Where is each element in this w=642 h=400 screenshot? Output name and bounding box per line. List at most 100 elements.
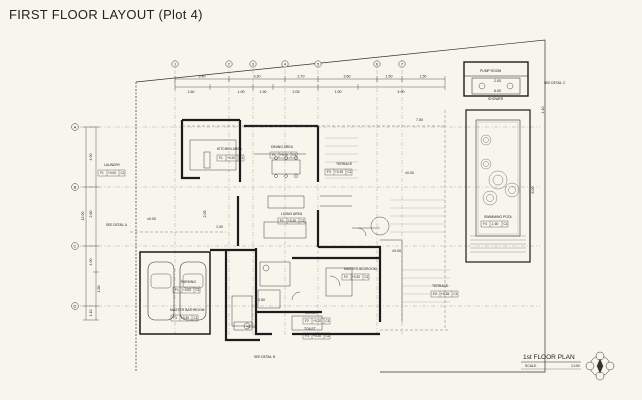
svg-text:F1: F1 bbox=[272, 153, 276, 157]
grid-col-label: 6 bbox=[376, 62, 378, 66]
svg-text:C1: C1 bbox=[454, 292, 458, 296]
svg-text:C1: C1 bbox=[504, 222, 508, 226]
grid-row-label: B bbox=[74, 185, 77, 190]
dim-text: 12.00 bbox=[81, 212, 85, 221]
level-tags bbox=[97, 151, 509, 340]
svg-text:C1: C1 bbox=[348, 170, 352, 174]
note-see-detail: SEE DETAIL C bbox=[544, 81, 566, 85]
svg-text:+0.20: +0.20 bbox=[352, 275, 360, 279]
dim-text: 2.05 bbox=[203, 211, 207, 218]
dim-text: 6.00 bbox=[494, 89, 501, 93]
site-boundary bbox=[135, 39, 546, 373]
dim-text: 4.00 bbox=[89, 154, 93, 161]
side-dimension-text: 4.00 2.80 4.00 12.00 1.80 1.10 bbox=[81, 154, 101, 317]
svg-text:F1: F1 bbox=[100, 171, 104, 175]
svg-text:F3: F3 bbox=[327, 170, 331, 174]
dim-text: 1.80 bbox=[97, 286, 101, 293]
room-label-parking: PARKING bbox=[181, 280, 196, 284]
north-arrow-icon bbox=[585, 351, 615, 381]
dim-text: 1.90 bbox=[238, 90, 245, 94]
car-icon bbox=[179, 261, 207, 321]
svg-text:+0.20: +0.20 bbox=[227, 156, 235, 160]
svg-text:F2: F2 bbox=[433, 292, 437, 296]
dim-text: 8.00 bbox=[531, 187, 535, 194]
note-see-detail: SEE DETAIL A bbox=[106, 223, 128, 227]
room-label-terrace: TERRACE bbox=[336, 162, 353, 166]
svg-text:F3: F3 bbox=[305, 334, 309, 338]
svg-text:F3: F3 bbox=[173, 316, 177, 320]
svg-text:+0.20: +0.20 bbox=[313, 334, 321, 338]
svg-text:F2: F2 bbox=[344, 275, 348, 279]
parking-area bbox=[139, 251, 211, 335]
dim-text: 0.50 bbox=[258, 298, 265, 302]
dim-text: 3.30 bbox=[254, 75, 261, 79]
elevation-mark: ±0.00 bbox=[405, 171, 414, 175]
grid-col-label: 4 bbox=[284, 62, 286, 66]
svg-text:F1: F1 bbox=[219, 156, 223, 160]
dim-text: 4.10 bbox=[541, 107, 545, 114]
dim-text: 4.00 bbox=[89, 259, 93, 266]
dim-text: 2.00 bbox=[494, 79, 501, 83]
dim-text: 1.10 bbox=[89, 310, 93, 317]
elevation-mark: +0.10 bbox=[246, 325, 255, 329]
room-label-master-bathroom: MASTER BATHROOM bbox=[170, 308, 205, 312]
grid-col-label: 5 bbox=[317, 62, 319, 66]
grid-lines bbox=[80, 70, 540, 335]
room-label-living: LIVING AREA bbox=[281, 212, 303, 216]
room-label-toilet: TOILET bbox=[304, 327, 316, 331]
room-labels: KITCHEN AREA DINING AREA TERRACE LAUNDRY… bbox=[104, 69, 513, 331]
svg-text:C2: C2 bbox=[326, 334, 330, 338]
level-tag-text: F1 +0.20 C1 F1 +0.20 C1 F3 +0.15 C1 F1 +… bbox=[100, 153, 508, 338]
plan-title-block bbox=[521, 361, 581, 370]
svg-text:+0.15: +0.15 bbox=[441, 292, 449, 296]
svg-text:C1: C1 bbox=[121, 171, 125, 175]
dim-text: 2.70 bbox=[298, 75, 305, 79]
grid-col-label: 2 bbox=[228, 62, 230, 66]
grid-row-label: C bbox=[74, 244, 77, 249]
room-label-closet: CLOSET bbox=[305, 311, 319, 315]
grid-col-label: 7 bbox=[401, 62, 403, 66]
svg-text:C1: C1 bbox=[301, 219, 305, 223]
dim-text: 2.05 bbox=[293, 90, 300, 94]
terrace-deck bbox=[325, 137, 450, 303]
room-label-kitchen: KITCHEN AREA bbox=[217, 147, 243, 151]
elevation-mark: ±0.00 bbox=[392, 249, 401, 253]
interior-lines bbox=[189, 139, 403, 331]
grid-col-label: 3 bbox=[252, 62, 254, 66]
dim-text: 1.90 bbox=[260, 90, 267, 94]
scale-value: 1:100 bbox=[571, 364, 580, 368]
top-dimension-lines bbox=[174, 76, 446, 90]
room-label-master-bedroom: MASTER BEDROOM bbox=[344, 267, 377, 271]
room-label-pump-room: PUMP ROOM bbox=[480, 69, 501, 73]
pump-room bbox=[463, 61, 529, 97]
dim-text: 1.50 bbox=[386, 75, 393, 79]
svg-text:+0.00: +0.00 bbox=[108, 171, 116, 175]
dim-text: 7.50 bbox=[416, 118, 423, 122]
dim-text: 3.40 bbox=[199, 75, 206, 79]
elevation-mark: ±0.00 bbox=[147, 217, 156, 221]
scale-label: SCALE bbox=[525, 364, 537, 368]
svg-text:C1: C1 bbox=[293, 153, 297, 157]
side-dimension-lines bbox=[83, 126, 99, 321]
dim-text: 1.60 bbox=[188, 90, 195, 94]
svg-text:C1: C1 bbox=[240, 156, 244, 160]
room-label-swimming-pool: SWIMMING POOL bbox=[484, 215, 513, 219]
grid-row-bubbles: A B C D bbox=[71, 123, 79, 310]
svg-text:+0.20: +0.20 bbox=[313, 319, 321, 323]
svg-text:F2: F2 bbox=[305, 319, 309, 323]
dim-text: 1.90 bbox=[335, 90, 342, 94]
sheet-title: FIRST FLOOR LAYOUT (Plot 4) bbox=[9, 7, 203, 22]
svg-text:-1.60: -1.60 bbox=[491, 222, 498, 226]
grid-col-label: 1 bbox=[174, 62, 176, 66]
note-see-detail: SEE DETAIL B bbox=[254, 355, 275, 359]
annotations: ±0.00 ±0.00 ±0.00 +0.10 SEE DETAIL A SEE… bbox=[106, 79, 566, 359]
dim-text: 4.90 bbox=[398, 90, 405, 94]
svg-text:+0.15: +0.15 bbox=[335, 170, 343, 174]
dim-text: 1.00 bbox=[216, 225, 223, 229]
svg-text:+0.00: +0.00 bbox=[183, 288, 191, 292]
room-label-shower: SHOWER bbox=[488, 97, 504, 101]
grid-row-label: A bbox=[74, 125, 77, 130]
room-label-laundry: LAUNDRY bbox=[104, 163, 121, 167]
grid-column-bubbles: 1 2 3 4 5 6 7 bbox=[171, 60, 406, 68]
dim-text: 1.50 bbox=[420, 75, 427, 79]
